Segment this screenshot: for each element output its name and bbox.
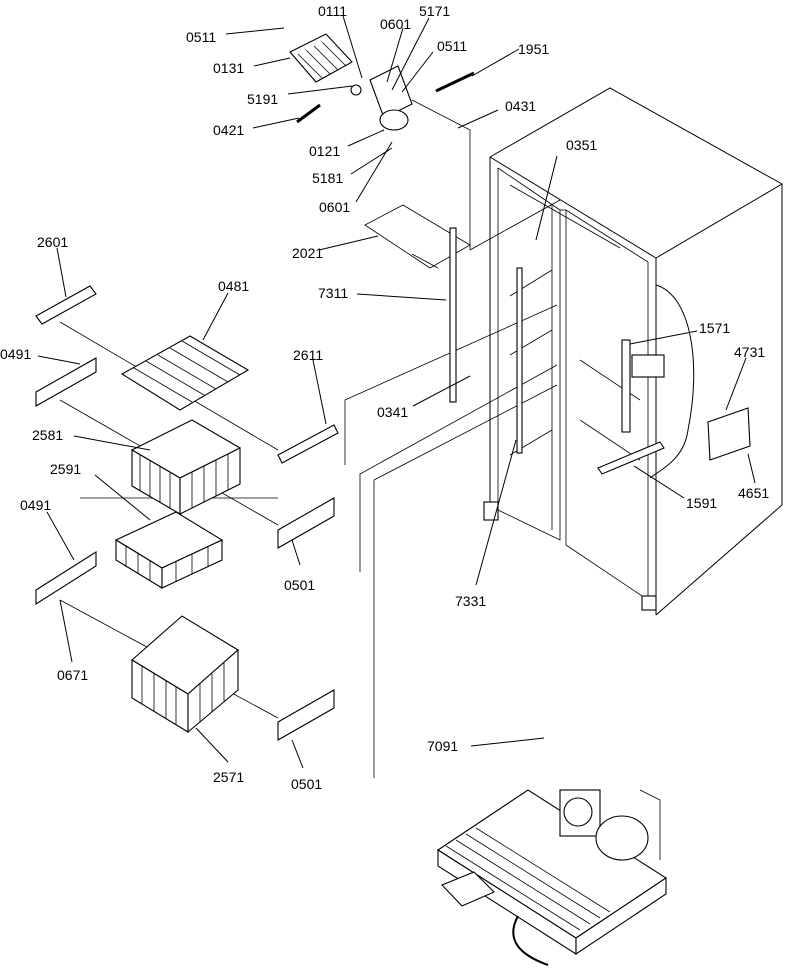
label-5181: 5181 xyxy=(312,170,343,186)
machine-compartment-7091 xyxy=(436,789,668,966)
label-7311: 7311 xyxy=(318,285,348,301)
shelf-1591 xyxy=(597,441,665,475)
label-0131: 0131 xyxy=(213,60,244,76)
label-7091: 7091 xyxy=(427,738,458,754)
leader-lines xyxy=(37,15,756,769)
wire-shelf-0481 xyxy=(120,335,250,411)
fan-assembly xyxy=(289,33,561,269)
label-2611: 2611 xyxy=(293,347,323,363)
label-0511-a: 0511 xyxy=(186,29,216,45)
label-0501-a: 0501 xyxy=(284,577,315,593)
label-2601: 2601 xyxy=(37,234,68,250)
panel-4731 xyxy=(707,407,751,461)
label-2021: 2021 xyxy=(292,245,323,261)
label-2581: 2581 xyxy=(32,427,63,443)
label-1591: 1591 xyxy=(686,495,717,511)
label-0341: 0341 xyxy=(377,404,408,420)
wire-basket-2591 xyxy=(114,511,224,589)
label-1951: 1951 xyxy=(518,41,549,57)
label-0421: 0421 xyxy=(213,122,244,138)
channels xyxy=(449,227,523,454)
label-0601-b: 0601 xyxy=(319,199,350,215)
label-0491-a: 0491 xyxy=(0,346,31,362)
label-5171: 5171 xyxy=(419,3,450,19)
label-2591: 2591 xyxy=(50,461,81,477)
label-0481: 0481 xyxy=(218,278,249,294)
label-4731: 4731 xyxy=(734,344,765,360)
wire-basket-2581 xyxy=(130,419,242,515)
label-0511-b: 0511 xyxy=(437,38,467,54)
label-0491-b: 0491 xyxy=(20,497,51,513)
label-5191: 5191 xyxy=(247,91,278,107)
part-labels: 0511 0111 5171 0601 0511 1951 0131 5191 … xyxy=(0,3,769,792)
label-0671: 0671 xyxy=(57,667,88,683)
label-0351: 0351 xyxy=(566,137,597,153)
label-0111: 0111 xyxy=(318,3,347,19)
label-0501-b: 0501 xyxy=(291,776,322,792)
label-1571: 1571 xyxy=(699,320,730,336)
label-2571: 2571 xyxy=(213,769,244,785)
refrigerator-cabinet xyxy=(344,87,783,778)
label-4651: 4651 xyxy=(738,485,769,501)
wire-basket-2571 xyxy=(131,615,239,734)
label-0121: 0121 xyxy=(309,143,340,159)
label-7331: 7331 xyxy=(455,593,486,609)
shelf-rails xyxy=(35,285,339,741)
label-0431: 0431 xyxy=(505,98,536,114)
label-0601-a: 0601 xyxy=(380,16,411,32)
